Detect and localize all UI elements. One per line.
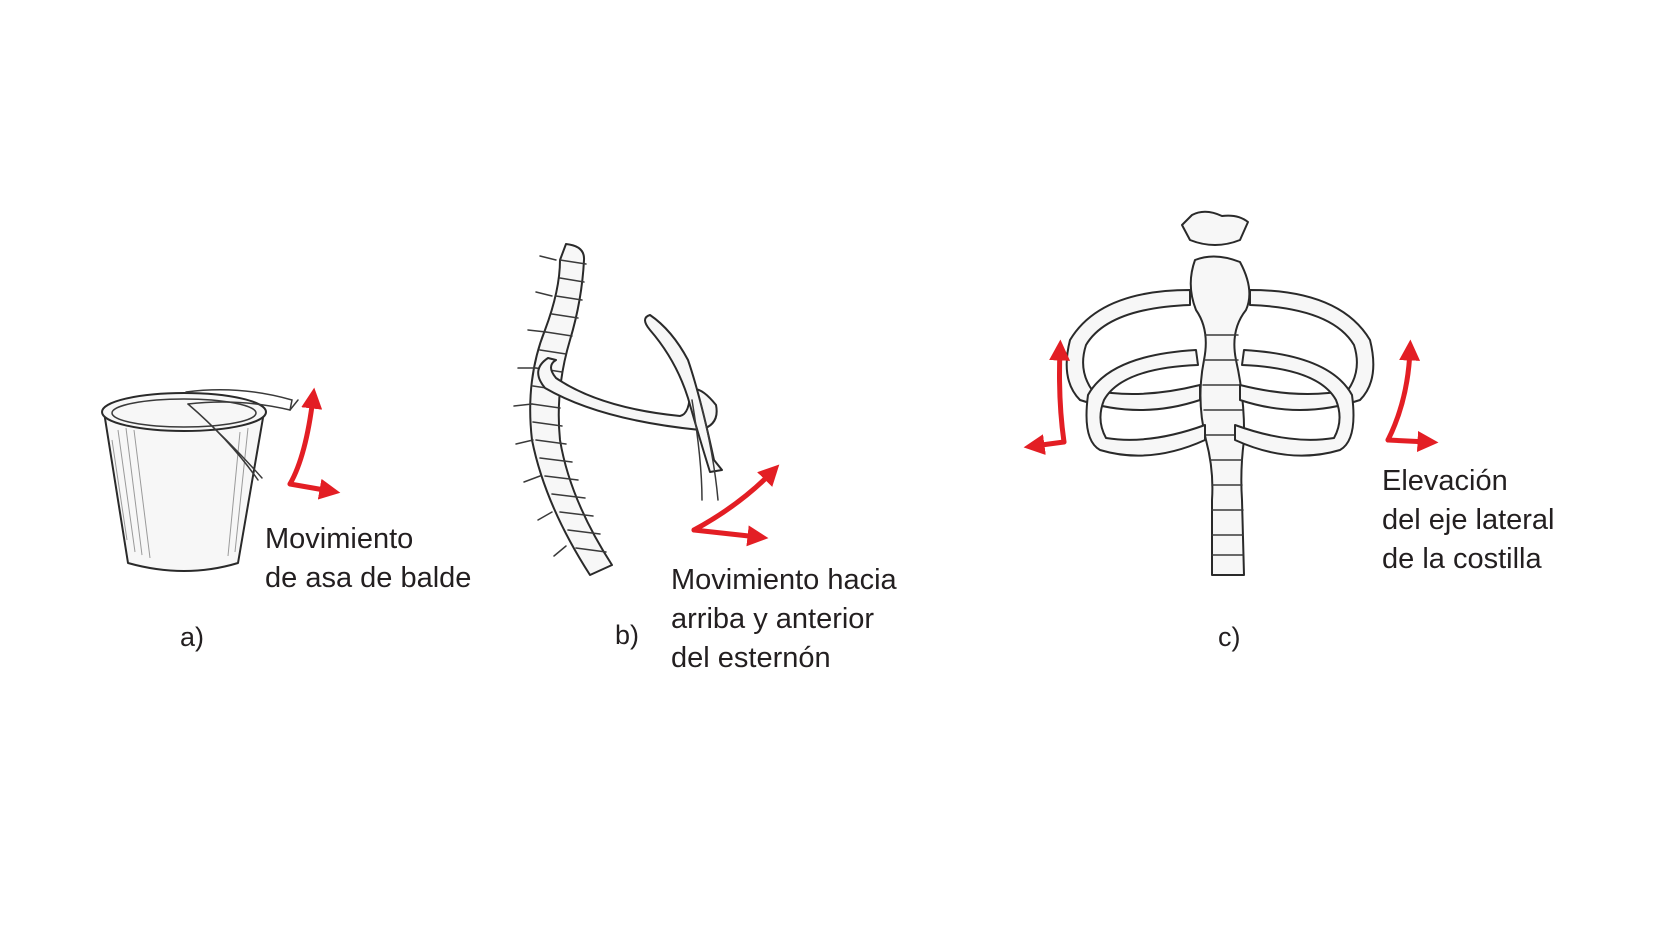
spine-side-illustration xyxy=(513,243,723,576)
sternum-motion-arrows xyxy=(691,464,780,547)
panel-label-a: a) xyxy=(180,622,205,652)
bucket-motion-arrows xyxy=(287,387,341,500)
caption-b-line-1: Movimiento hacia xyxy=(671,564,897,596)
rib-elevation-arrows-right xyxy=(1385,339,1439,452)
panel-label-b: b) xyxy=(615,620,640,650)
caption-a-line-2: de asa de balde xyxy=(265,562,472,594)
caption-c-line-1: Elevación xyxy=(1382,465,1508,497)
caption-b: Movimiento hacia arriba y anterior del e… xyxy=(671,561,897,678)
ribcage-back-illustration xyxy=(1065,210,1375,576)
caption-b-line-3: del esternón xyxy=(671,642,831,674)
caption-c-line-3: de la costilla xyxy=(1382,543,1542,575)
caption-c-line-2: del eje lateral xyxy=(1382,504,1555,536)
caption-a: Movimiento de asa de balde xyxy=(265,520,471,598)
caption-c: Elevación del eje lateral de la costilla xyxy=(1382,462,1555,579)
caption-b-line-2: arriba y anterior xyxy=(671,603,875,635)
rib-elevation-arrows-left xyxy=(1023,339,1071,456)
caption-a-line-1: Movimiento xyxy=(265,523,414,555)
bucket-illustration xyxy=(101,389,299,572)
panel-label-c: c) xyxy=(1218,622,1241,652)
